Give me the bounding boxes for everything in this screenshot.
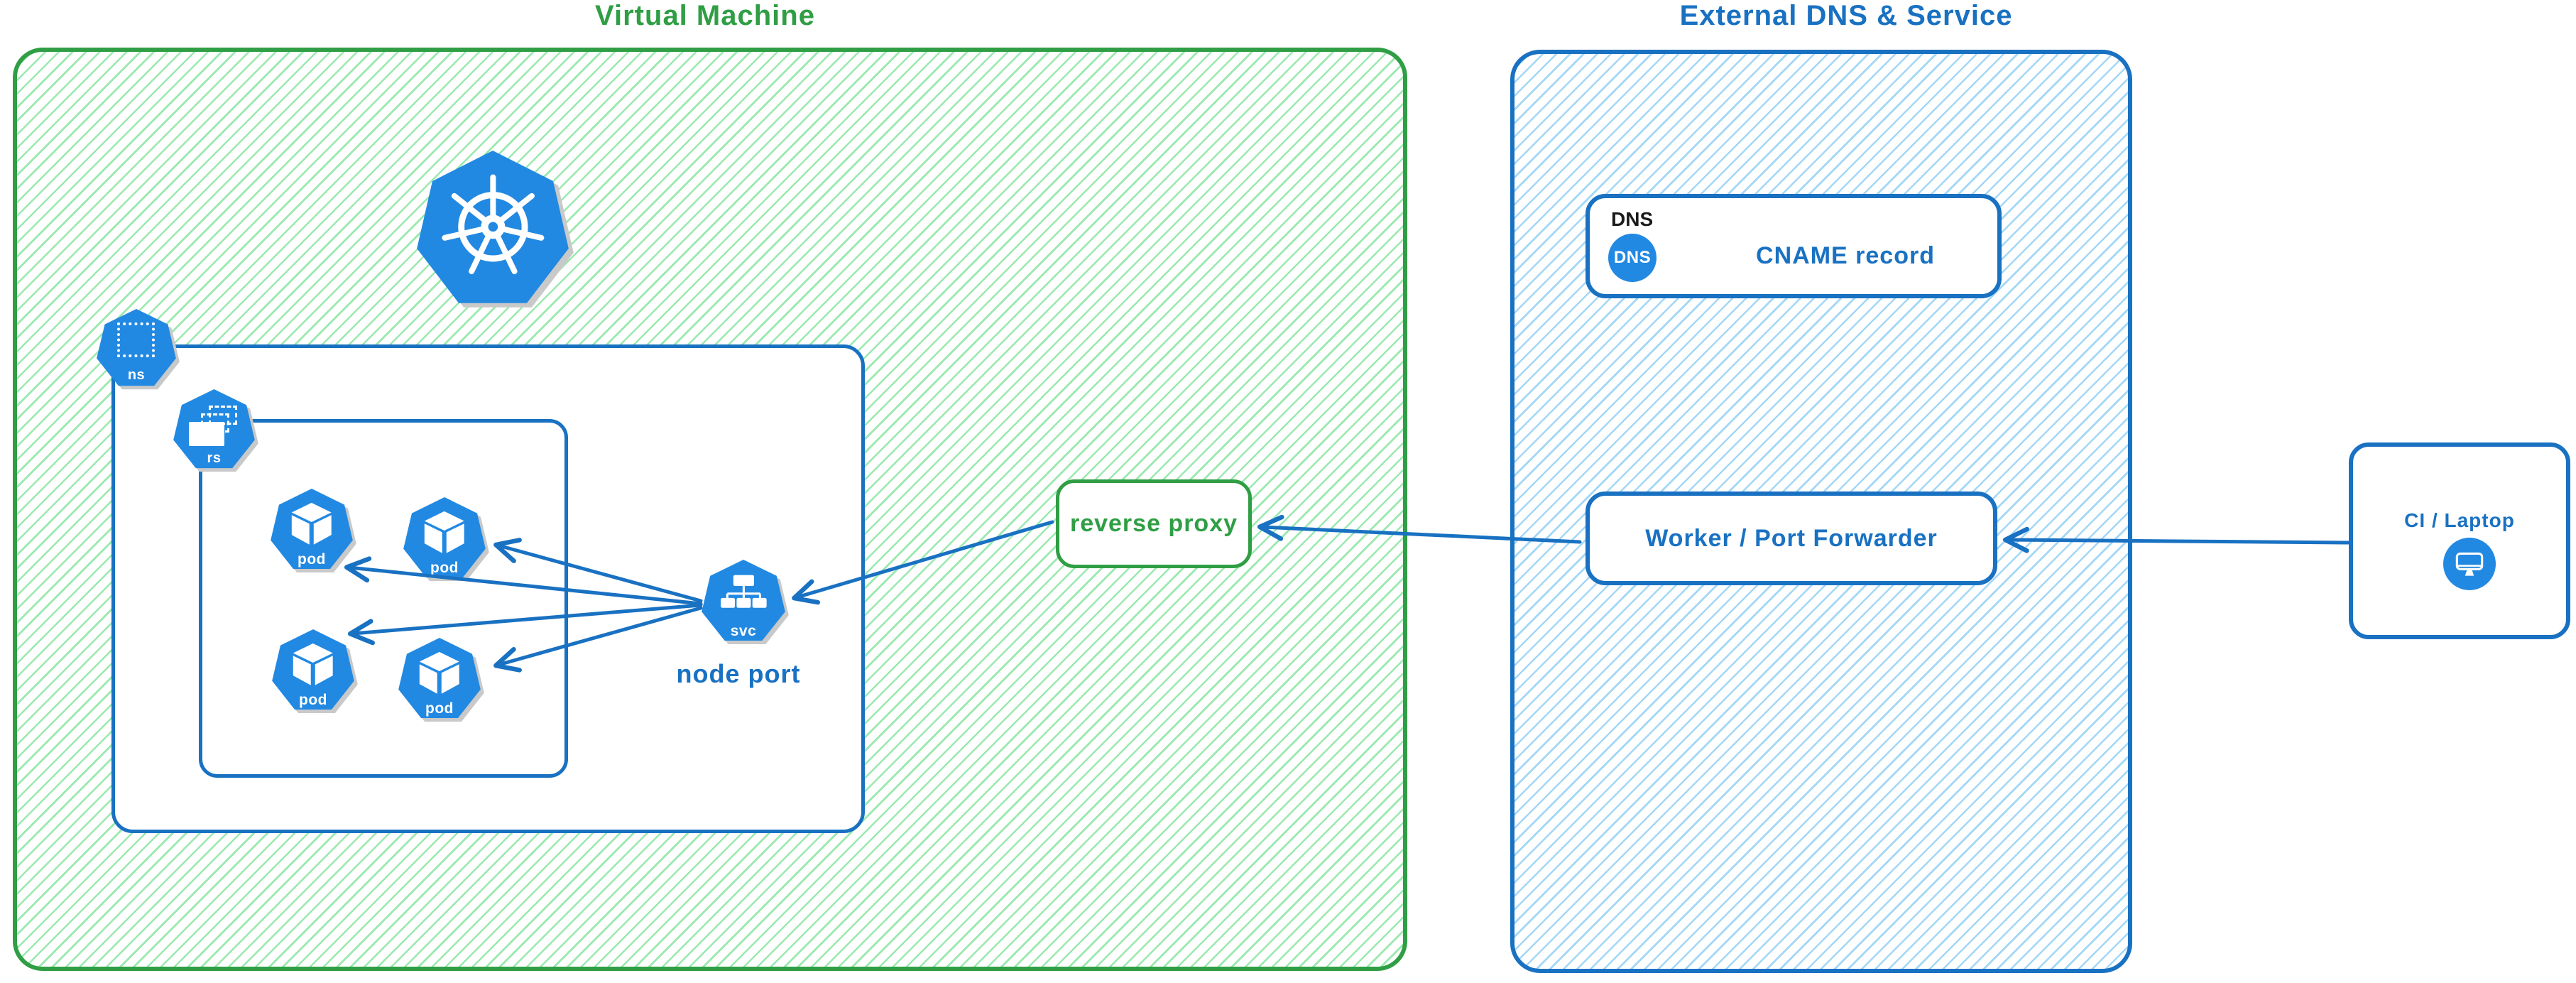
helm-wheel-icon: [442, 174, 544, 275]
virtual-machine-title: Virtual Machine: [595, 0, 815, 31]
replica-solid-icon: [189, 421, 224, 446]
replicaset-badge: rs: [207, 450, 222, 466]
pod-label: pod: [430, 559, 459, 576]
service-icon: svc: [701, 560, 786, 645]
pod-heptagon: pod: [403, 497, 486, 578]
replicaset-icon: rs: [173, 389, 256, 472]
pod-icon-4: pod: [398, 638, 481, 722]
dotted-square-icon: [116, 322, 155, 358]
pod-label: pod: [298, 550, 326, 567]
replicaset-heptagon: rs: [173, 389, 255, 469]
tree-icon: [720, 575, 767, 609]
pod-label: pod: [299, 691, 327, 708]
replicaset-box: [199, 419, 568, 778]
node-port-label: node port: [676, 659, 801, 688]
pod-heptagon: pod: [398, 638, 481, 719]
pod-heptagon: pod: [272, 629, 354, 710]
dns-tag-label: DNS: [1611, 208, 1654, 230]
pod-label: pod: [425, 700, 454, 717]
namespace-icon: ns: [96, 309, 177, 390]
dns-badge-label: DNS: [1613, 248, 1652, 267]
worker-port-forwarder-box: Worker / Port Forwarder: [1586, 492, 1997, 585]
service-badge: svc: [730, 622, 757, 639]
pod-icon-2: pod: [403, 497, 486, 582]
service-heptagon: svc: [702, 560, 785, 641]
external-dns-service-title: External DNS & Service: [1679, 0, 2013, 31]
kubernetes-heptagon: [417, 151, 569, 303]
cube-icon: [292, 502, 332, 545]
ci-laptop-box: CI / Laptop: [2349, 442, 2570, 639]
dns-badge-icon: DNS: [1608, 234, 1657, 282]
monitor-badge: [2443, 538, 2496, 590]
cname-record-label: CNAME record: [1756, 242, 1935, 269]
worker-port-forwarder-label: Worker / Port Forwarder: [1645, 524, 1938, 552]
reverse-proxy-box: reverse proxy: [1056, 479, 1252, 568]
pod-heptagon: pod: [271, 489, 353, 570]
cube-icon: [425, 511, 464, 553]
kubernetes-icon: [415, 151, 570, 311]
ci-laptop-label: CI / Laptop: [2404, 509, 2515, 531]
cube-icon: [420, 651, 459, 694]
monitor-icon: [2455, 552, 2484, 576]
namespace-heptagon: ns: [97, 309, 176, 386]
dns-card: DNS DNS CNAME record: [1586, 194, 2002, 298]
pod-icon-1: pod: [270, 489, 354, 573]
cube-icon: [293, 643, 333, 685]
reverse-proxy-label: reverse proxy: [1069, 510, 1238, 537]
namespace-badge: ns: [127, 366, 146, 383]
pod-icon-3: pod: [271, 629, 355, 714]
